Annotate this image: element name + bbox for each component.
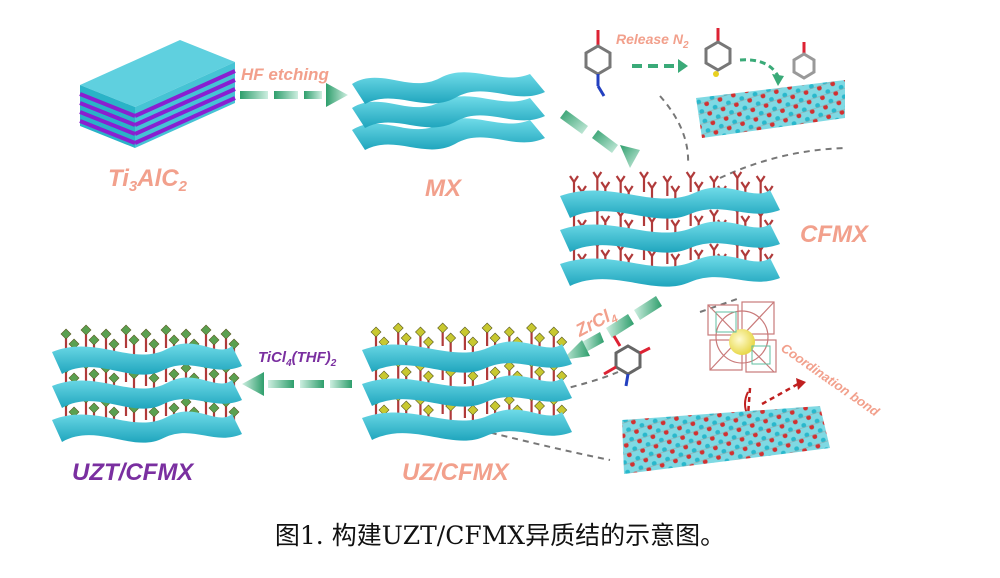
- hf-etching-arrow: [240, 83, 348, 107]
- ticl4-label: TiCl4(THF)2: [258, 349, 337, 369]
- mx-sheets: [352, 72, 545, 150]
- mxene-tube-top: [696, 80, 845, 138]
- grafting-arrow: [740, 60, 784, 86]
- ti3alc2-label: Ti3AlC2: [108, 165, 188, 195]
- mxene-tube-bottom: [622, 406, 830, 474]
- cfmx-label: CFMX: [800, 221, 870, 248]
- cfmx-sheets: [560, 172, 780, 287]
- coordination-bond-label: Coordination bond: [778, 340, 883, 420]
- grafted-molecule: [794, 42, 814, 78]
- ticl4-arrow: [242, 372, 352, 396]
- release-n2-label: Release N2: [616, 31, 689, 51]
- uz-cfmx-label: UZ/CFMX: [402, 459, 511, 486]
- linker-molecule: [604, 336, 650, 386]
- uz-cfmx-sheets: [362, 323, 572, 441]
- uio-66-cluster: [708, 302, 776, 372]
- aryl-radical-molecule: [706, 28, 730, 77]
- release-arrow: [632, 59, 688, 73]
- uzt-cfmx-sheets: [52, 325, 242, 443]
- mx-label: MX: [425, 175, 463, 202]
- diazonium-molecule: [586, 30, 610, 96]
- ti3alc2-block: [80, 40, 235, 148]
- figure-caption: 图1. 构建UZT/CFMX异质结的示意图。: [0, 516, 1000, 552]
- mx-to-cfmx-arrow: [560, 110, 640, 168]
- uzt-cfmx-label: UZT/CFMX: [72, 459, 195, 486]
- hf-etching-label: HF etching: [241, 65, 329, 84]
